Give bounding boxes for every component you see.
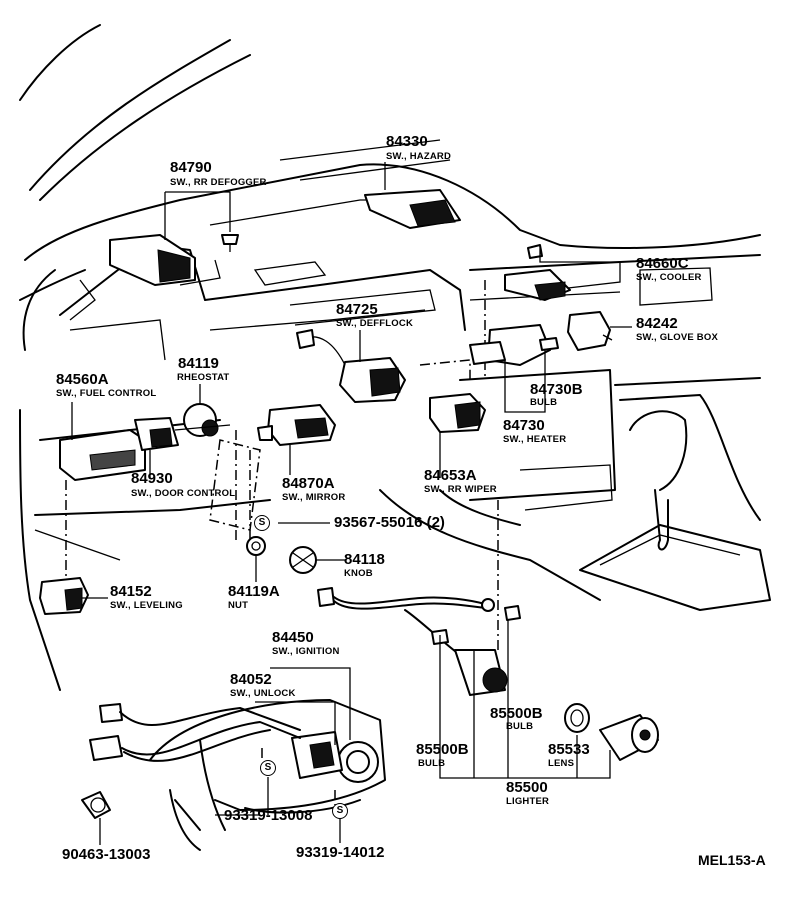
label-84653A: 84653A [424,467,477,484]
label-85500: 85500 [506,779,548,796]
desc-85500: LIGHTER [506,796,550,807]
label-85500B-left-bulb: 85500B [416,741,469,758]
part-85500-lighter [599,714,659,761]
desc-84330: SW., HAZARD [386,151,452,162]
dash-leaders [65,430,499,805]
part-lighter-harness [317,587,521,696]
desc-84653A: SW., RR WIPER [424,484,497,495]
desc-84242: SW., GLOVE BOX [636,332,718,343]
part-84119A-nut [246,536,266,556]
part-84653A-rr-wiper-switch [429,393,486,433]
desc-84730B: BULB [530,397,558,408]
desc-84052: SW., UNLOCK [230,688,296,699]
desc-84930: SW., DOOR CONTROL [131,488,236,499]
s-mark-93319-13008: S [260,760,276,776]
label-84660C: 84660C [636,255,689,272]
desc-84450: SW., IGNITION [272,646,340,657]
part-84730-heater-switch [469,324,559,366]
label-84870A: 84870A [282,475,335,492]
desc-85500B-lens-bulb: BULB [506,721,534,732]
part-84560A-fuel-control-switch [59,429,146,481]
desc-85500B-left-bulb: BULB [418,758,446,769]
label-84450: 84450 [272,629,314,646]
part-85533-lens [564,703,590,733]
body-outline [19,24,771,851]
reference-code: MEL153-A [698,852,766,868]
part-84242-glove-box-switch [567,311,613,351]
part-84930-door-control-switch [134,417,179,451]
label-84730B: 84730B [530,381,583,398]
part-84118-knob [289,546,317,574]
desc-84725: SW., DEFFLOCK [336,318,414,329]
s-mark-93319-14012: S [332,803,348,819]
label-84152: 84152 [110,583,152,600]
label-84119A: 84119A [228,583,280,600]
desc-84118: KNOB [344,568,373,579]
part-84660C-cooler-switch [504,244,571,301]
desc-85533: LENS [548,758,575,769]
desc-84870A: SW., MIRROR [282,492,346,503]
desc-84730: SW., HEATER [503,434,567,445]
label-84730: 84730 [503,417,545,434]
label-90463-13003: 90463-13003 [62,846,151,863]
desc-84119: RHEOSTAT [177,372,230,383]
part-84330-hazard-switch [364,189,461,229]
part-84725-defflock-switch [296,329,406,403]
desc-84119A: NUT [228,600,249,611]
label-84790: 84790 [170,159,212,176]
part-84870A-mirror-switch [257,404,336,446]
part-84152-leveling-switch [39,577,89,615]
part-90463-13003-clamp [81,791,111,819]
label-85500B-lens-bulb: 85500B [490,705,543,722]
leader-lines [71,162,632,845]
part-84450-ignition-switch [291,731,379,783]
label-84725: 84725 [336,301,378,318]
label-84052: 84052 [230,671,272,688]
desc-84560A: SW., FUEL CONTROL [56,388,157,399]
label-84930: 84930 [131,470,173,487]
part-84119-rheostat [174,403,231,437]
part-ignition-harness [89,703,301,762]
desc-84660C: SW., COOLER [636,272,702,283]
label-93319-13008: 93319-13008 [224,807,313,824]
label-84560A: 84560A [56,371,109,388]
part-84790-defogger-switch [109,234,239,286]
desc-84790: SW., RR DEFOGGER [170,177,267,188]
label-84119: 84119 [178,355,219,372]
label-84242: 84242 [636,315,678,332]
desc-84152: SW., LEVELING [110,600,183,611]
label-84118: 84118 [344,551,385,568]
s-mark-93567: S [254,515,270,531]
label-85533: 85533 [548,741,590,758]
label-84330: 84330 [386,133,428,150]
label-93567-55016: 93567-55016 (2) [334,514,445,531]
label-93319-14012: 93319-14012 [296,844,385,861]
